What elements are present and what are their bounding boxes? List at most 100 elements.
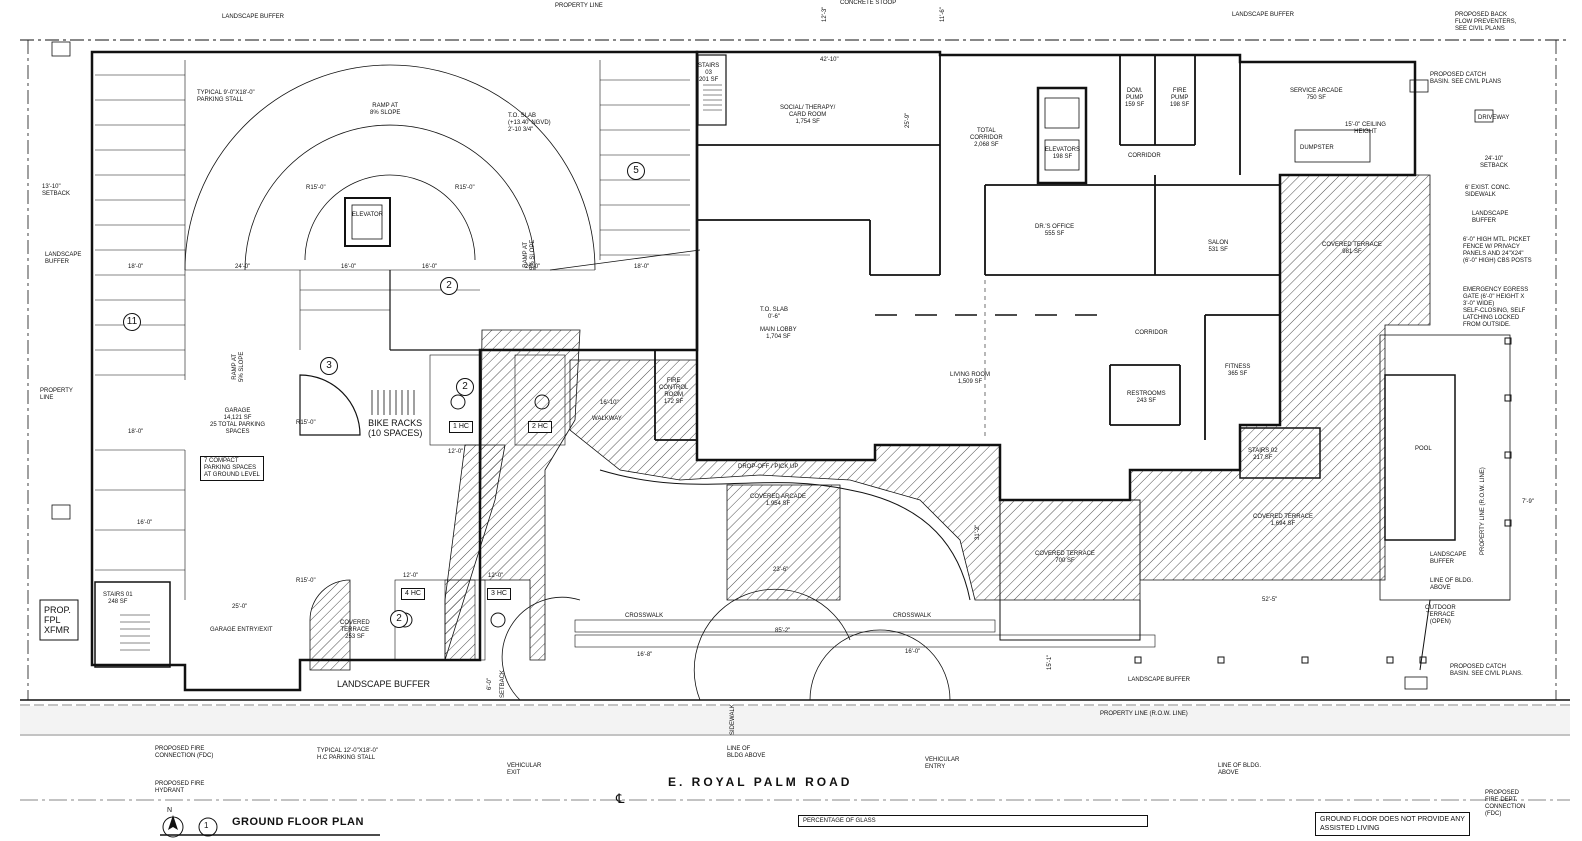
circled-number-2a: 2 — [440, 277, 458, 295]
drawing-title: GROUND FLOOR PLAN — [232, 816, 364, 828]
dim-16-0a: 16'-0" — [341, 264, 357, 270]
landscape-buffer-top-right: LANDSCAPE BUFFER — [1232, 12, 1295, 18]
parking-stalls-left — [95, 60, 186, 600]
dim-r15-b: R15'-0" — [455, 185, 475, 191]
concrete-stoop-label: CONCRETE STOOP — [840, 0, 897, 6]
walkway-label: WALKWAY — [592, 416, 622, 422]
room-dumpster: DUMPSTER — [1300, 145, 1334, 151]
typical-stall-note: TYPICAL 9'-0"x18'-0"PARKING STALL — [197, 90, 255, 103]
dim-r15-d: R15'-0" — [296, 578, 316, 584]
dim-85-2: 85'-2" — [775, 628, 791, 634]
room-corridor-top: CORRIDOR — [1128, 153, 1161, 159]
dim-16-10: 16'-10" — [600, 400, 619, 406]
driveway-label: DRIVEWAY — [1478, 115, 1510, 121]
bike-racks-label: BIKE RACKS(10 SPACES) — [368, 418, 423, 438]
crosswalk-right-label: CROSSWALK — [893, 613, 932, 619]
hc-label-1: 1 HC — [449, 421, 473, 433]
line-of-bldg-above-right-note: LINE OF BLDG.ABOVE — [1430, 578, 1474, 591]
hc-label-4: 4 HC — [401, 588, 425, 600]
ramp-arc-outer — [184, 64, 596, 271]
garage-elevator-label: ELEVATOR — [352, 212, 384, 218]
landscape-buffer-bottom-label: LANDSCAPE BUFFER — [337, 679, 431, 689]
tos-garage-note: T.O. SLAB(+13.40' NGVD)2'-10 3/4" — [508, 113, 551, 133]
hc-label-3: 3 HC — [487, 588, 511, 600]
pool-label: POOL — [1415, 446, 1432, 452]
bike-racks — [371, 390, 415, 415]
room-corridor-mid: CORRIDOR — [1135, 330, 1168, 336]
north-label: N — [167, 807, 173, 814]
fence-posts — [1134, 337, 1512, 664]
dim-52-5: 52'-5" — [1262, 597, 1278, 603]
ramp-arc-mid — [244, 124, 536, 271]
dim-r15-c: R15'-0" — [296, 420, 316, 426]
dim-16-0c: 16'-0" — [137, 520, 153, 526]
dim-16-8: 16'-8" — [637, 652, 653, 658]
interior-walls — [654, 55, 1280, 441]
circled-number-11: 11 — [123, 313, 141, 331]
dim-6-0: 6'-0" — [487, 678, 493, 690]
dim-25-9: 25'-9" — [905, 112, 911, 128]
garage-entry-exit: GARAGE ENTRY/EXIT — [210, 627, 273, 633]
sidewalk-label: SIDEWALK — [730, 704, 736, 735]
street-name: E. ROYAL PALM ROAD — [668, 775, 853, 789]
circled-number-2b: 2 — [456, 378, 474, 396]
landscape-buffer-bottom-right-label: LANDSCAPE BUFFER — [1128, 677, 1191, 683]
pool — [1384, 374, 1456, 541]
hc-stall-note: TYPICAL 12'-0"x18'-0"H.C PARKING STALL — [317, 748, 379, 761]
walkway-hatch — [569, 359, 1001, 601]
dim-16-0d: 16'-0" — [905, 649, 921, 655]
dim-12-0a: 12'-0" — [448, 449, 464, 455]
dim-31-2: 31'-2" — [975, 524, 981, 540]
elevators-block — [1036, 86, 1088, 185]
setback-right-note: 24'-10"SETBACK — [1480, 156, 1509, 169]
stairs-03 — [697, 54, 727, 126]
property-line-top-label: PROPERTY LINE — [555, 3, 603, 9]
dim-26-0: 26'-0" — [525, 264, 541, 270]
dim-18-0a: 18'-0" — [128, 264, 144, 270]
dim-11-6: 11'-6" — [940, 7, 946, 22]
sidewalk-exist-note: 6' EXIST. CONC.SIDEWALK — [1465, 185, 1511, 198]
garage-elevator — [344, 197, 391, 247]
dim-7-9: 7'-9" — [1522, 499, 1534, 505]
dim-16-0b: 16'-0" — [422, 264, 438, 270]
setback-left-note: 13'-10"SETBACK — [42, 184, 71, 197]
line-of-bldg-above-2-note: LINE OF BLDG.ABOVE — [1218, 763, 1262, 776]
dim-r15-a: R15'-0" — [306, 185, 326, 191]
centerline-symbol: ℄ — [616, 791, 625, 806]
ground-floor-note: GROUND FLOOR DOES NOT PROVIDE ANY ASSIST… — [1315, 812, 1470, 836]
property-line-row-vertical-label: PROPERTY LINE (R.O.W. LINE) — [1480, 467, 1486, 555]
circled-number-3: 3 — [320, 357, 338, 375]
hc-label-2: 2 HC — [528, 421, 552, 433]
